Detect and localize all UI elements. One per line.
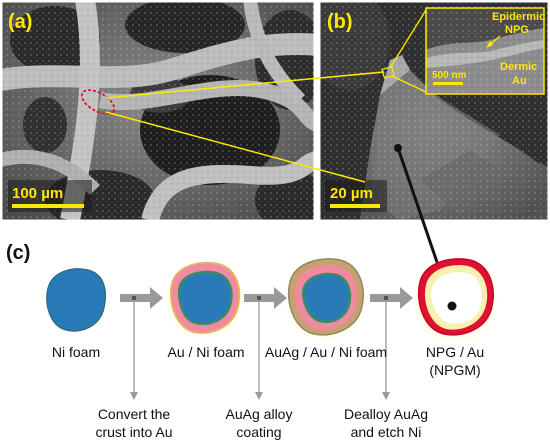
panel-a-label: (a) — [8, 11, 32, 33]
process-arrow-3 — [370, 287, 413, 309]
step-label-convert-line2: crust into Au — [95, 424, 172, 440]
step-arrow-3 — [382, 296, 390, 400]
zoom-line-bottom — [105, 111, 366, 183]
step-arrow-2 — [255, 296, 263, 400]
inset-label-npg: NPG — [505, 24, 529, 36]
step-label-convert-line1: Convert the — [98, 406, 171, 422]
step-label-dealloy-line2: and etch Ni — [351, 424, 422, 440]
stage-npg-au — [411, 256, 499, 344]
stage-label-auag-au-ni-foam: AuAg / Au / Ni foam — [265, 344, 387, 360]
step-arrow-1 — [130, 296, 138, 400]
process-arrow-1 — [120, 287, 163, 309]
panel-b-inset: Epidermic NPG Dermic Au 500 nm — [425, 7, 545, 95]
zoom-line-top — [105, 71, 385, 99]
process-arrow-2 — [244, 287, 287, 309]
stage-auag-au-ni-foam — [283, 258, 367, 342]
panel-b-label: (b) — [327, 11, 353, 33]
panel-b-scale-text: 20 µm — [330, 185, 373, 202]
stage-label-npgm: (NPGM) — [429, 362, 480, 378]
inset-scale-text: 500 nm — [432, 70, 467, 81]
step-label-coating-line1: AuAg alloy — [226, 406, 293, 422]
step-label-coating-line2: coating — [236, 424, 281, 440]
stage-au-ni-foam — [165, 260, 245, 340]
inset-line-top — [389, 9, 427, 69]
highlight-region — [80, 89, 116, 115]
panel-c-label: (c) — [6, 242, 30, 264]
stage-ni-foam — [46, 268, 107, 332]
stage-label-au-ni-foam: Au / Ni foam — [167, 344, 244, 360]
zoom-source-box — [381, 66, 395, 79]
panel-a-scale-bar — [12, 204, 84, 208]
panel-a-scale-text: 100 µm — [12, 185, 63, 202]
inset-line-bottom — [391, 75, 427, 93]
step-label-dealloy-line1: Dealloy AuAg — [344, 406, 428, 422]
inset-label-dermic: Dermic — [500, 61, 537, 73]
stage-label-npg-au: NPG / Au — [426, 344, 484, 360]
inset-scale-bar — [433, 82, 463, 85]
inset-label-epidermic: Epidermic — [492, 11, 545, 23]
stage-label-ni-foam: Ni foam — [52, 344, 100, 360]
inset-label-au: Au — [512, 75, 527, 87]
panel-b-scale-bar — [330, 204, 380, 208]
